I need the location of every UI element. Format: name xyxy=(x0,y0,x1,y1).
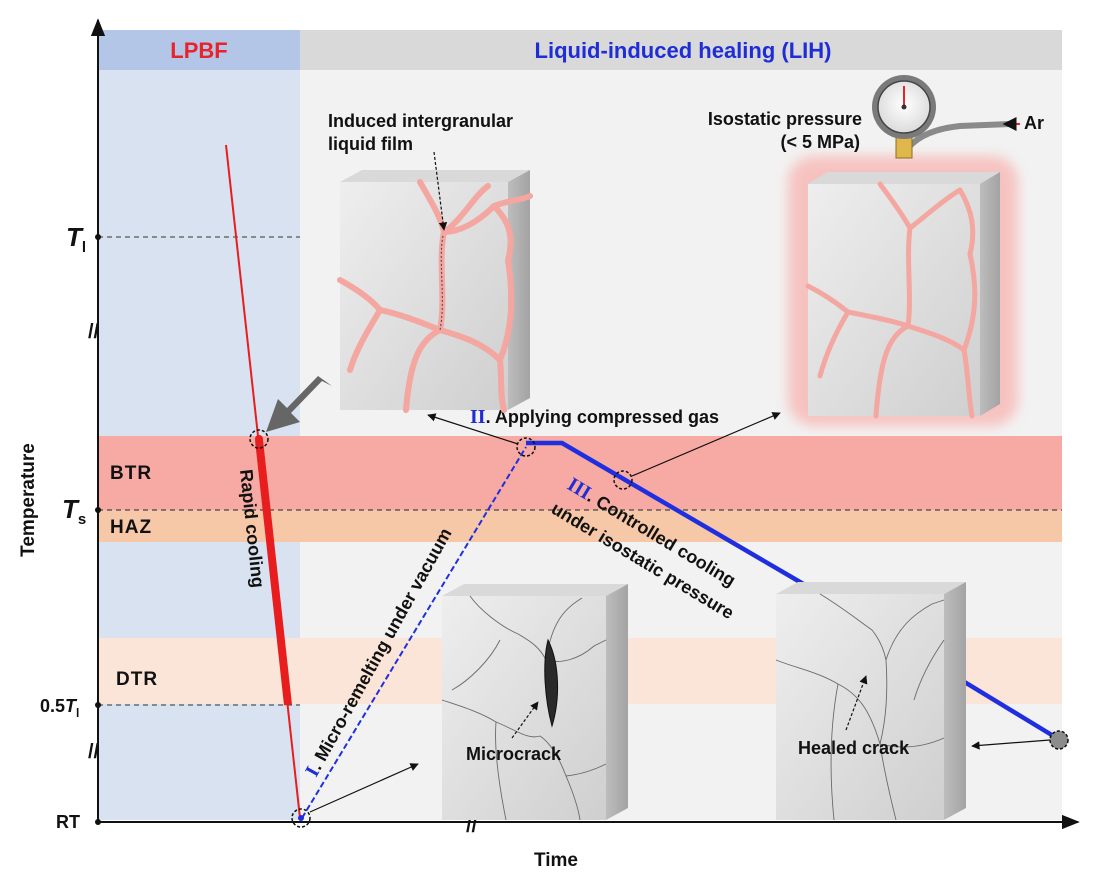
y-axis-title: Temperature xyxy=(18,443,39,557)
microcrack-cube xyxy=(441,584,628,821)
microcrack-pointer xyxy=(511,701,539,739)
pressure-cube xyxy=(805,172,1000,419)
liquid-film-label-line1: Induced intergranular xyxy=(328,111,513,131)
liquid-film-cube xyxy=(337,170,533,413)
btr-entry-point xyxy=(249,429,269,449)
gauge-valve xyxy=(895,135,913,159)
arrow-to-pressure-cube xyxy=(631,412,781,477)
haz-band xyxy=(98,510,1062,542)
ts-tick-label: Ts xyxy=(62,494,86,528)
half-tl-tick-label: 0.5Tl xyxy=(40,696,79,720)
rt-tick-label: RT xyxy=(56,812,80,832)
microcrack-label: Microcrack xyxy=(466,744,562,764)
liquid-film-label-line2: liquid film xyxy=(328,134,413,154)
y-break-mark-upper: // xyxy=(88,321,100,343)
pressure-label-line2: (< 5 MPa) xyxy=(780,132,860,152)
lpbf-title: LPBF xyxy=(170,38,227,63)
heating-dashed-line xyxy=(301,446,527,819)
arrow-to-microcrack-cube xyxy=(309,763,419,813)
end-point xyxy=(1049,730,1069,750)
microcrack-shape xyxy=(544,638,559,728)
liquid-film-pointer xyxy=(433,151,448,231)
x-axis-title: Time xyxy=(534,850,578,871)
btr-label: BTR xyxy=(110,463,152,484)
rapid-cooling-thick-segment xyxy=(255,439,292,706)
lih-header-bar xyxy=(300,30,1062,70)
dtr-label: DTR xyxy=(116,669,158,690)
haz-label: HAZ xyxy=(110,517,152,538)
lih-title: Liquid-induced healing (LIH) xyxy=(535,38,832,63)
grey-pointer-arrow xyxy=(266,376,332,432)
arrow-to-healed-cube xyxy=(971,739,1051,750)
pressure-label-line1: Isostatic pressure xyxy=(708,109,862,129)
healed-crack-cube xyxy=(775,582,966,821)
healed-crack-label: Healed crack xyxy=(798,738,910,758)
argon-label: Ar xyxy=(1024,113,1044,133)
arrow-to-liquid-film-cube xyxy=(427,413,519,445)
cooling-point xyxy=(613,470,633,490)
pressure-gauge-icon xyxy=(872,75,936,139)
y-break-mark-lower: // xyxy=(88,741,100,763)
x-break-mark: // xyxy=(466,815,478,837)
lpbf-header-bar xyxy=(98,30,300,70)
start-point xyxy=(291,808,311,828)
peak-point xyxy=(516,437,536,457)
tl-tick-label: Tl xyxy=(66,222,86,256)
step2-label: II. Applying compressed gas xyxy=(470,406,719,428)
healed-crack-pointer xyxy=(845,675,868,731)
